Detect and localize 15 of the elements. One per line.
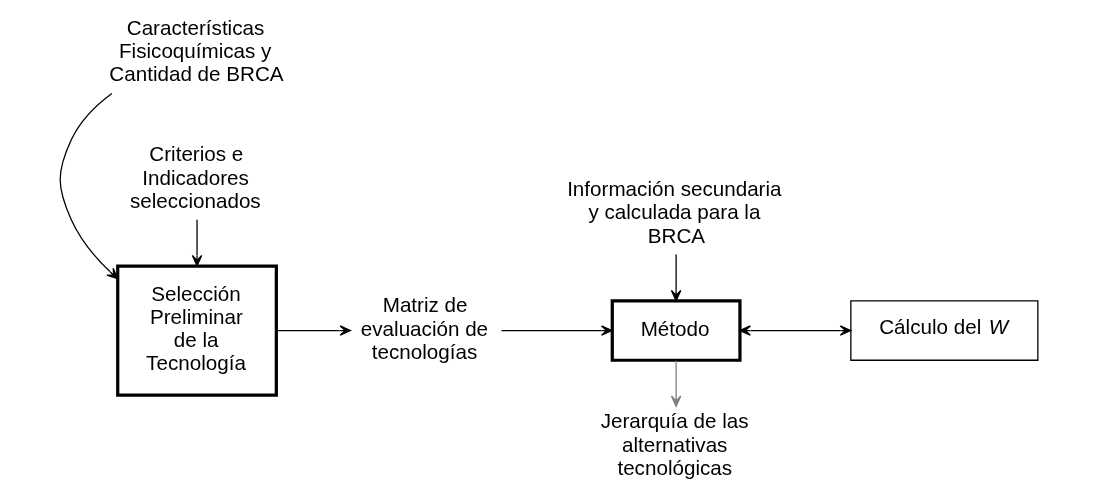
node-text: Información secundaria y calculada para la BRCA xyxy=(566,177,782,247)
arrow xyxy=(670,253,681,302)
node-box: Método xyxy=(610,299,742,362)
arrow xyxy=(500,325,613,336)
node-box: Cálculo del W xyxy=(849,300,1038,361)
arrow xyxy=(59,92,118,280)
arrow xyxy=(191,219,202,267)
arrow xyxy=(670,360,681,407)
node-text: Características Fisicoquímicas y Cantidad de BRCA xyxy=(108,16,284,86)
arrow xyxy=(275,325,351,336)
arrow xyxy=(738,325,851,336)
node-text: Matriz de evaluación de tecnologías xyxy=(360,293,488,363)
node-box: Selección Preliminar de la Tecnología xyxy=(115,264,278,397)
node-text: Criterios e Indicadores seleccionados xyxy=(129,142,261,212)
node-text: Jerarquía de las alternativas tecnológicas xyxy=(600,409,749,479)
